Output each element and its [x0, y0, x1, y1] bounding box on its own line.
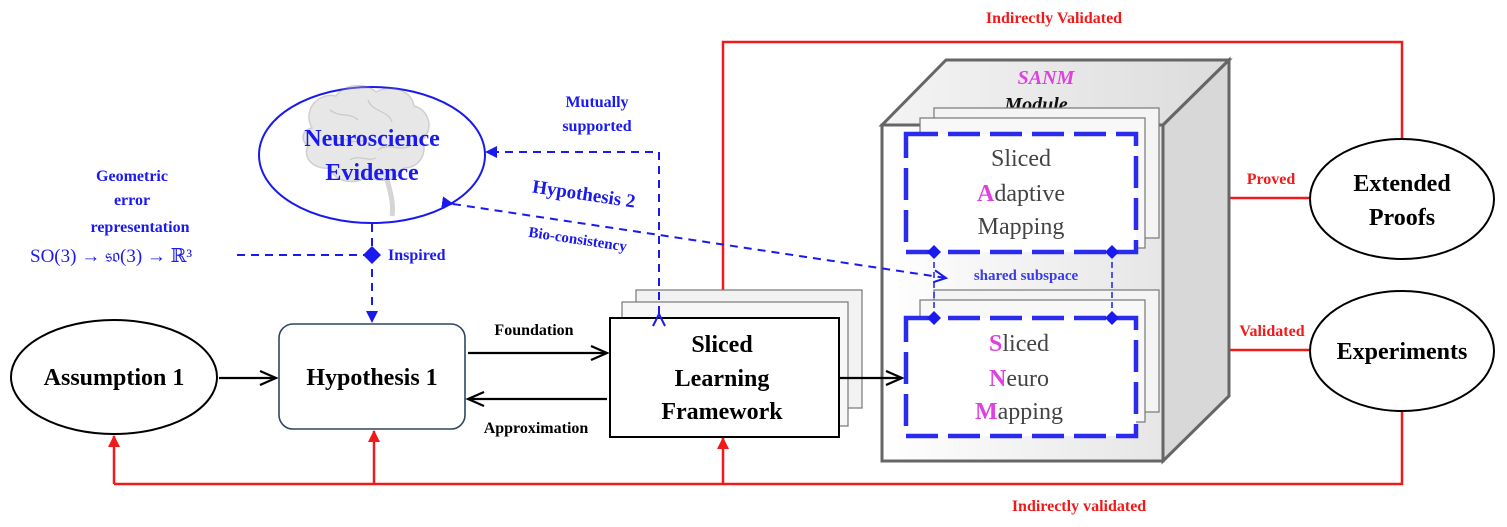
- sliced-learning-framework-box: [609, 317, 840, 438]
- neuroscience-line1: Neuroscience: [304, 126, 440, 152]
- framework-line2: Learning: [675, 366, 770, 392]
- snm-line3: Mapping: [975, 399, 1063, 425]
- extended-proofs-line2: Proofs: [1369, 205, 1435, 231]
- sanm-module-title: SANM: [1018, 67, 1076, 89]
- geometric-line2: error: [114, 192, 150, 209]
- snm-line1-rest: liced: [1002, 331, 1049, 357]
- inspired-junction-diamond: [363, 246, 381, 264]
- hypothesis-2-label: Hypothesis 2: [531, 176, 637, 212]
- validated-label: Validated: [1239, 323, 1304, 340]
- hypothesis-2-path: [441, 196, 949, 284]
- shared-subspace-label: shared subspace: [974, 268, 1079, 284]
- proved-label: Proved: [1247, 171, 1296, 188]
- sam-initial-a: A: [977, 181, 995, 207]
- bio-consistency-label: Bio-consistency: [527, 225, 628, 256]
- geometric-line1: Geometric: [96, 168, 168, 185]
- brain-icon: [302, 84, 430, 217]
- experiments-node: [1309, 290, 1495, 412]
- sam-line3: Mapping: [978, 214, 1065, 240]
- snm-line3-rest: apping: [998, 399, 1063, 425]
- assumption-1-node: [10, 319, 218, 435]
- geometric-line3: representation: [91, 219, 190, 236]
- sliced-adaptive-mapping-box: [903, 131, 1139, 255]
- indirectly-validated-bottom-label: Indirectly validated: [1012, 498, 1146, 515]
- assumption-1-label: Assumption 1: [44, 365, 185, 391]
- snm-line1: Sliced: [989, 331, 1049, 357]
- extended-proofs-line1: Extended: [1353, 171, 1451, 197]
- extended-proofs-node: [1309, 138, 1495, 260]
- mutually-supported-path: [485, 146, 666, 327]
- experiments-label: Experiments: [1337, 339, 1468, 365]
- mutually-label-line2: supported: [562, 118, 631, 135]
- sam-line2-rest: daptive: [994, 181, 1065, 207]
- hypothesis-1-box: [278, 323, 466, 430]
- indirect-validation-top-path: [717, 40, 1404, 319]
- sam-line2: Adaptive: [977, 181, 1065, 207]
- framework-line3: Framework: [661, 399, 783, 425]
- snm-line2-rest: euro: [1006, 366, 1049, 392]
- mutually-label-line1: Mutually: [565, 94, 628, 111]
- sliced-neuro-mapping-box: [903, 315, 1139, 439]
- framework-line1: Sliced: [691, 332, 753, 358]
- indirectly-validated-top-label: Indirectly Validated: [986, 10, 1122, 27]
- snm-initial-n: N: [989, 366, 1007, 392]
- snm-line2: Neuro: [989, 366, 1049, 392]
- snm-initial-m: M: [975, 399, 998, 425]
- inspired-label: Inspired: [388, 247, 446, 264]
- approximation-label: Approximation: [484, 420, 589, 437]
- hypothesis-1-label: Hypothesis 1: [306, 365, 437, 391]
- sam-line1: Sliced: [991, 146, 1051, 172]
- snm-initial-s: S: [989, 331, 1002, 357]
- indirect-validation-bottom-path: [108, 412, 1404, 486]
- geometric-formula: SO(3) → 𝔰𝔬(3) → ℝ³: [30, 246, 192, 267]
- foundation-label: Foundation: [494, 322, 573, 339]
- neuroscience-line2: Evidence: [325, 160, 419, 186]
